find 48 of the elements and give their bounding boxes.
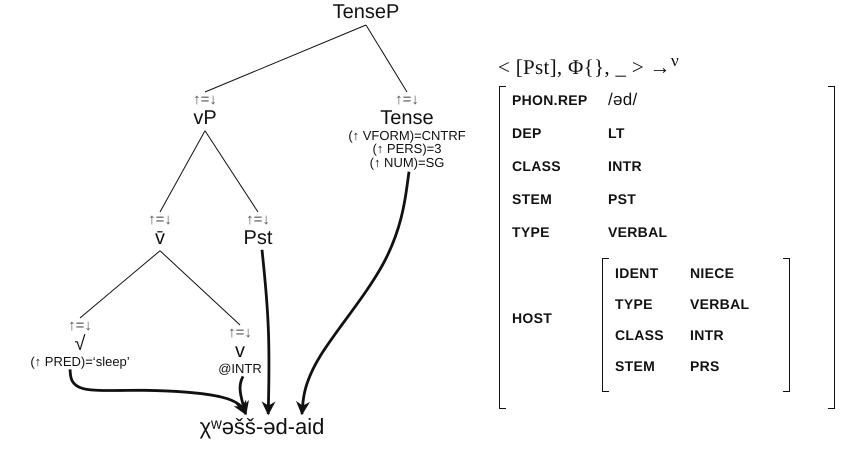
feature-equation: @INTR xyxy=(218,362,262,376)
category-label: √ xyxy=(74,334,86,355)
equation-annotation: ↑=↓ xyxy=(148,212,172,228)
tree-branch-line xyxy=(366,24,408,92)
equation-annotation: ↑=↓ xyxy=(394,92,420,108)
tree-branch-line xyxy=(160,250,240,326)
feature-text: CLASS xyxy=(615,327,664,343)
arrow xyxy=(236,376,249,416)
feature-text: INTR xyxy=(608,158,642,174)
feature-text: DEP xyxy=(512,125,542,141)
feature-text: PST xyxy=(608,191,636,207)
feature-text: INTR xyxy=(690,327,724,343)
feature-text: NIECE xyxy=(690,265,734,281)
category-label: v̄ xyxy=(154,228,166,249)
feature-text: PRS xyxy=(690,358,720,374)
feature-equation: (↑ PERS)=3 xyxy=(372,142,442,156)
feature-text: PHON.REP xyxy=(512,92,588,108)
equation-annotation: ↑=↓ xyxy=(245,212,271,228)
equation-annotation: ↑=↓ xyxy=(67,318,93,334)
feature-text: TYPE xyxy=(615,296,653,312)
equation-annotation: ↑=↓ xyxy=(193,92,217,108)
tree-branch-line xyxy=(204,130,258,212)
feature-text: IDENT xyxy=(615,265,658,281)
formula: < [Pst], Φ{}, _ > →$^{ν}$ xyxy=(498,50,680,80)
feature-text: STEM xyxy=(512,191,552,207)
category-label: vP xyxy=(193,108,217,129)
feature-text: HOST xyxy=(512,310,552,326)
equation-annotation: ↑=↓ xyxy=(227,325,253,341)
tree-branch-line xyxy=(80,250,160,318)
arrow xyxy=(260,250,276,416)
category-label: Pst xyxy=(244,228,272,249)
feature-text: VERBAL xyxy=(690,296,750,312)
feature-text: TYPE xyxy=(512,224,550,240)
feature-text: STEM xyxy=(615,358,656,374)
tree-branch-line xyxy=(160,130,206,212)
word-form: χʷəšš-əd-aid xyxy=(200,415,324,438)
feature-equation: (↑ PRED)=‘sleep’ xyxy=(30,354,130,368)
feature-text: CLASS xyxy=(512,158,561,174)
feature-text: VERBAL xyxy=(608,224,668,240)
arrow xyxy=(296,171,410,416)
category-label: TenseP xyxy=(332,2,400,23)
tree-branch-line xyxy=(204,24,366,92)
category-label: v xyxy=(234,340,246,362)
feature-equation: (↑ NUM)=SG xyxy=(368,156,446,170)
feature-text: LT xyxy=(608,125,625,141)
category-label: Tense xyxy=(379,108,435,129)
feature-text: /əd/ xyxy=(608,90,638,110)
feature-equation: (↑ VFORM)=CNTRF xyxy=(348,128,466,142)
